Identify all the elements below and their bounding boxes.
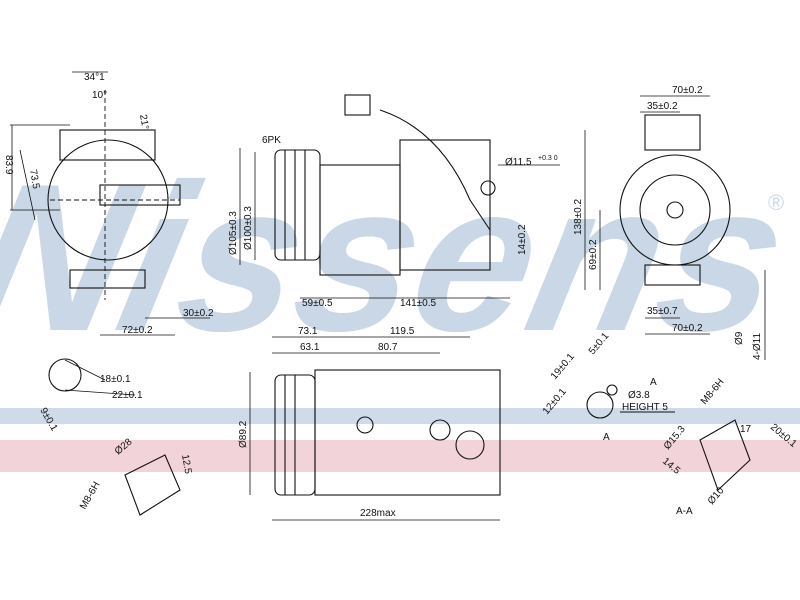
angle-10-label: 10° bbox=[92, 90, 107, 101]
width-70-top-label: 70±0.2 bbox=[672, 85, 703, 96]
port-tolerance-label: +0.3 0 bbox=[538, 155, 558, 162]
thread-m8-right-label: M8-6H bbox=[699, 377, 727, 407]
offset-30-label: 30±0.2 bbox=[183, 308, 214, 319]
height-138-label: 138±0.2 bbox=[573, 198, 584, 235]
diameter-9-label: Ø9 bbox=[734, 331, 745, 345]
hole-diameter-label: Ø3.8 bbox=[628, 390, 650, 401]
registered-mark: ® bbox=[768, 190, 784, 215]
side-view: 34°1 10° 21° 83.9 73.5 30±0.2 72±0.2 bbox=[3, 71, 214, 336]
section-mark-top: A bbox=[650, 377, 657, 388]
dim-17-label: 17 bbox=[740, 424, 752, 435]
thread-m8-label: M8-6H bbox=[78, 480, 103, 511]
watermark-blue-band bbox=[0, 408, 800, 424]
dim-22-label: 22±0.1 bbox=[112, 390, 143, 401]
total-length-label: 228max bbox=[360, 508, 396, 519]
diameter-105-label: Ø105±0.3 bbox=[228, 211, 239, 255]
belt-6pk-label: 6PK bbox=[262, 135, 281, 146]
dim-18-label: 18±0.1 bbox=[100, 374, 131, 385]
angle-21-label: 21° bbox=[137, 114, 150, 131]
section-mark-bottom: A bbox=[603, 432, 610, 443]
length-59-label: 59±0.5 bbox=[302, 298, 333, 309]
length-80-label: 80.7 bbox=[378, 342, 398, 353]
rear-view: 70±0.2 35±0.2 138±0.2 69±0.2 35±0.7 70±0… bbox=[573, 85, 766, 360]
holes-label: 4-Ø11 bbox=[752, 333, 763, 360]
front-view: 6PK Ø105±0.3 Ø100±0.3 Ø11.5 +0.3 0 14±0.… bbox=[228, 94, 560, 309]
length-119-label: 119.5 bbox=[390, 326, 415, 337]
bottom-view: 73.1 119.5 63.1 80.7 Ø89.2 228max bbox=[238, 326, 501, 521]
angle-34-label: 34°1 bbox=[84, 72, 105, 83]
height-label: HEIGHT 5 bbox=[622, 402, 668, 413]
width-72-label: 72±0.2 bbox=[122, 325, 153, 336]
width-35-bottom-label: 35±0.7 bbox=[647, 306, 678, 317]
diameter-89-label: Ø89.2 bbox=[238, 420, 249, 448]
length-63-label: 63.1 bbox=[300, 342, 320, 353]
height-83-label: 83.9 bbox=[3, 155, 14, 175]
height-69-label: 69±0.2 bbox=[588, 239, 599, 270]
section-label: A-A bbox=[676, 506, 693, 517]
length-141-label: 141±0.5 bbox=[400, 298, 437, 309]
diag-73-label: 73.5 bbox=[27, 169, 41, 191]
width-35-top-label: 35±0.2 bbox=[647, 101, 678, 112]
length-73-label: 73.1 bbox=[298, 326, 318, 337]
diameter-10-label: Ø10 bbox=[706, 485, 727, 507]
port-11-label: Ø11.5 bbox=[505, 157, 532, 168]
diameter-100-label: Ø100±0.3 bbox=[243, 206, 254, 250]
height-14-label: 14±0.2 bbox=[517, 224, 528, 255]
width-70-bottom-label: 70±0.2 bbox=[672, 323, 703, 334]
watermark-pink-band bbox=[0, 440, 800, 472]
dim-12-label: 12.5 bbox=[179, 454, 193, 476]
